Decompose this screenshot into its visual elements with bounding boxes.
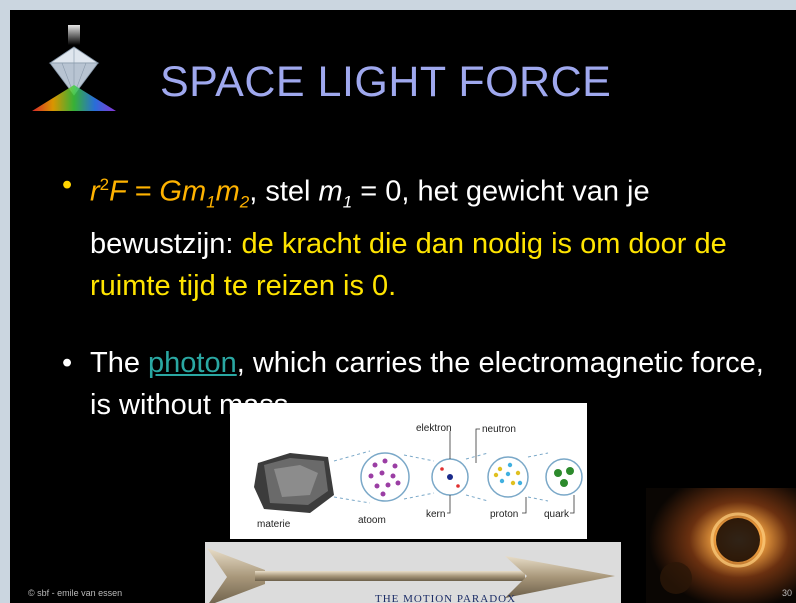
- m1-sub: 1: [342, 192, 353, 212]
- quark-dot: [566, 467, 574, 475]
- quark-dot: [560, 479, 568, 487]
- stel-text: stel: [257, 175, 319, 208]
- force-text: de kracht die dan nodig is om door de ru…: [90, 228, 727, 303]
- electron-dot: [456, 484, 460, 488]
- footer-credit: © sbf - emile van essen: [28, 588, 123, 598]
- label-lines: [447, 428, 575, 514]
- slide: SPACE LIGHT FORCE • r2F = Gm1m2, stel m1…: [10, 10, 796, 603]
- photon-pre: The: [90, 347, 149, 380]
- proton-circle: [487, 456, 529, 498]
- label-neutron: neutron: [482, 424, 516, 435]
- formula-comma: ,: [249, 175, 258, 208]
- bullet-list: • r2F = Gm1m2, stel m1 = 0, het gewicht …: [62, 164, 782, 426]
- m1-text: m: [318, 175, 343, 208]
- quark-circle: [545, 458, 583, 496]
- photon-post: , which carries the electromagnetic forc…: [90, 347, 764, 422]
- cosmos-image: [646, 488, 796, 603]
- label-atoom: atoom: [358, 515, 386, 526]
- bullet-item-2: • The photon, which carries the electrom…: [62, 342, 782, 426]
- bullet-dot: •: [62, 169, 73, 201]
- electron-dot: [440, 467, 444, 471]
- formula-r: r: [90, 175, 100, 208]
- label-proton: proton: [490, 509, 518, 520]
- formula-f: F = Gm: [109, 175, 207, 208]
- slide-title: SPACE LIGHT FORCE: [160, 58, 612, 106]
- rock-image: [254, 453, 334, 513]
- atom-dots: [368, 458, 401, 497]
- bullet-dot: •: [62, 347, 73, 380]
- formula-sup: 2: [99, 175, 110, 194]
- proton-dots: [493, 462, 523, 486]
- bullet-item-1: • r2F = Gm1m2, stel m1 = 0, het gewicht …: [62, 164, 782, 307]
- label-materie: materie: [257, 519, 291, 530]
- arrow-caption: THE MOTION PARADOX: [375, 593, 517, 603]
- quark-dot: [554, 469, 562, 477]
- label-kern: kern: [426, 509, 445, 520]
- weight-text: = 0, het gewicht van je bewustzijn:: [90, 175, 650, 261]
- formula-sub2: 2: [239, 192, 250, 212]
- label-quark: quark: [544, 509, 570, 520]
- arrow-icon: [207, 548, 615, 603]
- nucleus-dot: [447, 474, 453, 480]
- label-elektron: elektron: [416, 423, 452, 434]
- arrow-image: THE MOTION PARADOX: [205, 542, 621, 603]
- zoom-lines: [333, 450, 549, 504]
- formula-m: m: [215, 175, 240, 208]
- diamond-icon: [32, 25, 116, 111]
- formula-sub1: 1: [206, 192, 216, 212]
- page-number: 30: [782, 588, 793, 598]
- particle-diagram: materie atoom kern proton quark elektron…: [230, 403, 587, 539]
- photon-link[interactable]: photon: [148, 347, 237, 380]
